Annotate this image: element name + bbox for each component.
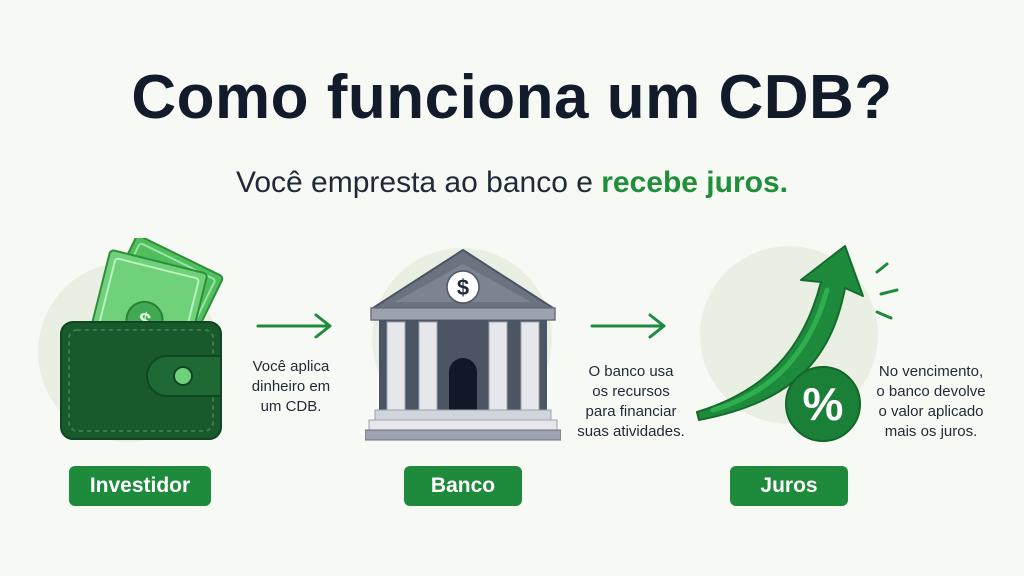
flow-arrow-2 [590,313,666,339]
caption-line: um CDB. [260,398,322,415]
caption-line: o banco devolve [876,383,986,400]
growth-arrow-percent-icon: % [696,245,899,442]
label-banco: Banco [404,466,522,506]
label-investidor: Investidor [69,466,211,506]
page-title: Como funciona um CDB? [131,63,893,132]
subtitle-text: Você empresta ao banco e [235,166,602,199]
page-subtitle: Você empresta ao banco e recebe juros. [0,166,1024,200]
caption-line: o valor aplicado [878,403,984,420]
caption-line: suas atividades. [577,423,685,440]
percent-symbol: % [803,378,844,430]
wallet-icon: $ [60,238,224,440]
caption-line: No vencimento, [878,363,984,380]
caption-line: Você aplica [252,358,330,375]
flow-arrow-1 [256,313,332,339]
bank-currency-symbol: $ [457,275,469,300]
label-juros: Juros [730,466,848,506]
caption-banco: O banco usa os recursos para financiar s… [566,362,696,442]
caption-juros: No vencimento, o banco devolve o valor a… [868,362,994,442]
caption-line: mais os juros. [884,423,978,440]
caption-line: os recursos [592,383,670,400]
caption-line: para financiar [585,403,677,420]
subtitle-highlight: recebe juros. [601,166,788,199]
caption-line: dinheiro em [251,378,331,395]
caption-line: O banco usa [588,363,674,380]
bank-icon: $ [365,249,561,441]
caption-investidor: Você aplica dinheiro em um CDB. [236,357,346,417]
